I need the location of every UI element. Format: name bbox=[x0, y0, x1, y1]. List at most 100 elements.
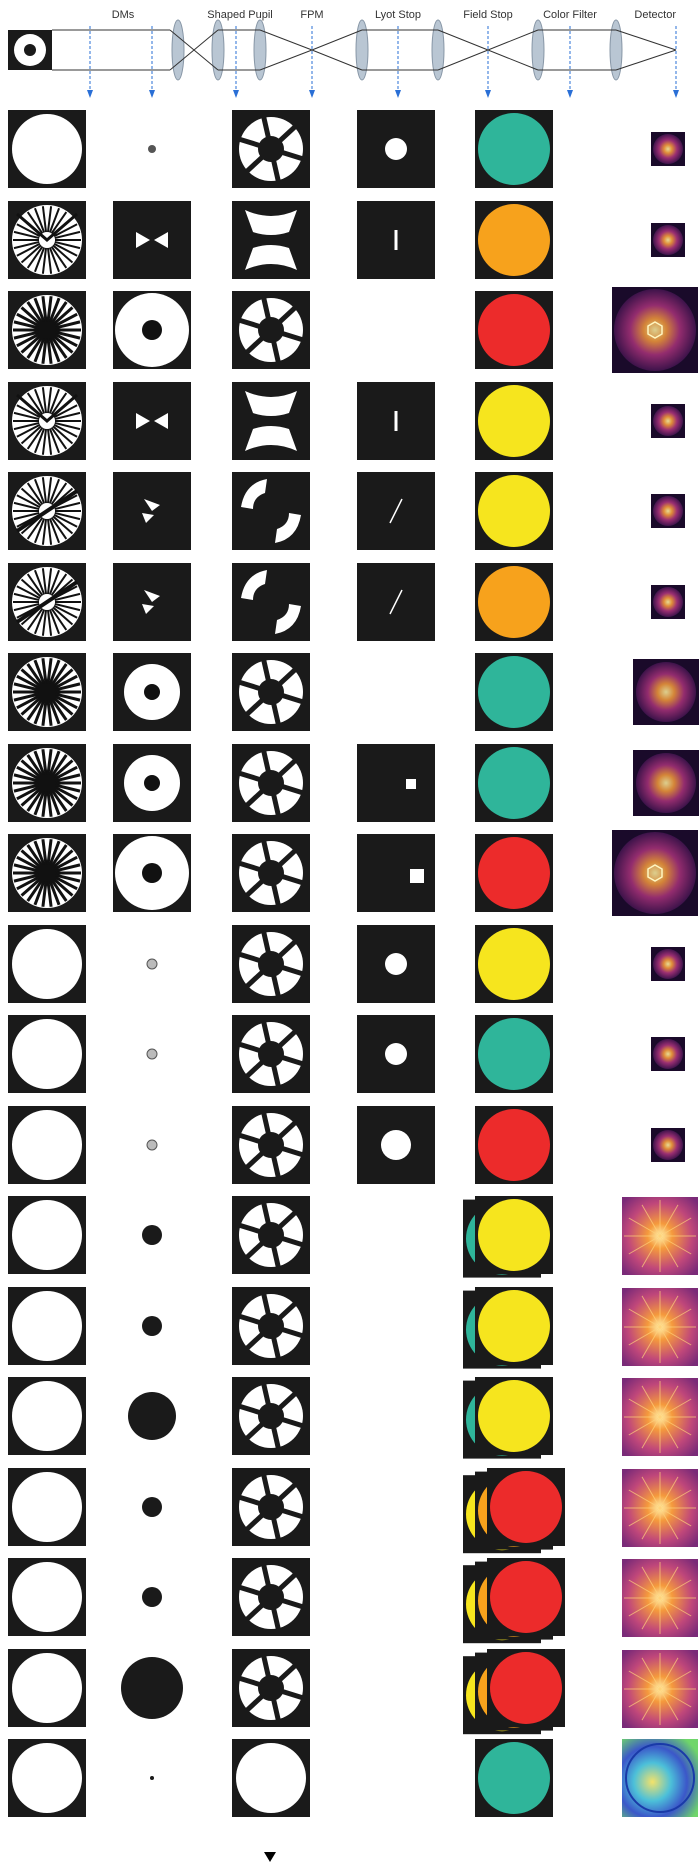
dm-tile-bg bbox=[113, 201, 191, 279]
detector-psf bbox=[653, 1039, 683, 1069]
probe-arrow-icon-4 bbox=[395, 90, 401, 98]
detector-psf bbox=[614, 289, 696, 371]
lens-1 bbox=[172, 20, 184, 80]
field-stop-teal bbox=[478, 113, 550, 185]
field-stop-red bbox=[478, 837, 550, 909]
row-8 bbox=[8, 744, 699, 822]
column-headers: DMsShaped PupilFPMLyot StopField StopCol… bbox=[112, 9, 677, 21]
dm-dot bbox=[142, 1497, 162, 1517]
header-label-dms: DMs bbox=[112, 9, 135, 21]
field-stop-red bbox=[490, 1652, 562, 1724]
field-stop-red bbox=[490, 1471, 562, 1543]
lyot-aperture bbox=[385, 1043, 407, 1065]
header-label-fpm: FPM bbox=[300, 9, 323, 21]
pupil-disc bbox=[12, 1200, 82, 1270]
bottom-marker-icon bbox=[264, 1852, 276, 1862]
dm-dot bbox=[121, 1657, 183, 1719]
dm-dot bbox=[147, 1140, 157, 1150]
detector-psf bbox=[653, 1130, 683, 1160]
lyot-aperture bbox=[385, 138, 407, 160]
header-label-field-stop: Field Stop bbox=[463, 9, 513, 21]
pupil-disc bbox=[12, 1743, 82, 1813]
light-ray-12 bbox=[488, 30, 538, 50]
field-stop-yellow bbox=[478, 1290, 550, 1362]
dm-dot bbox=[150, 1776, 154, 1780]
lens-5 bbox=[432, 20, 444, 80]
speckle-core bbox=[38, 683, 56, 701]
dm-dot bbox=[147, 959, 157, 969]
row-9 bbox=[8, 830, 698, 916]
pupil-disc bbox=[12, 1019, 82, 1089]
row-7 bbox=[8, 653, 699, 731]
dm-ring-inner bbox=[144, 775, 160, 791]
dm-dot bbox=[148, 145, 156, 153]
detector-psf bbox=[636, 753, 696, 813]
field-stop-teal bbox=[478, 1018, 550, 1090]
speckle-core bbox=[38, 864, 56, 882]
row-15 bbox=[8, 1377, 698, 1459]
pupil-disc bbox=[12, 1381, 82, 1451]
probe-arrow-icon-5 bbox=[485, 90, 491, 98]
shaped-pupil-tile-bg bbox=[232, 382, 310, 460]
row-3 bbox=[8, 287, 698, 373]
pupil-disc bbox=[12, 1472, 82, 1542]
lyot-square bbox=[406, 779, 416, 789]
field-stop-yellow bbox=[478, 1199, 550, 1271]
row-16 bbox=[8, 1468, 698, 1553]
light-ray-4 bbox=[260, 30, 312, 50]
light-ray-6 bbox=[312, 30, 362, 50]
dm-ring-inner bbox=[142, 320, 162, 340]
dm-dot bbox=[128, 1392, 176, 1440]
detector-psf bbox=[653, 949, 683, 979]
row-12 bbox=[8, 1106, 685, 1184]
row-5 bbox=[8, 472, 685, 550]
detector-psf bbox=[614, 832, 696, 914]
dm-dot bbox=[142, 1587, 162, 1607]
field-stop-teal bbox=[478, 747, 550, 819]
shaped-pupil-disc bbox=[236, 1743, 306, 1813]
detector-psf bbox=[653, 587, 683, 617]
header-label-color-filter: Color Filter bbox=[543, 9, 597, 21]
lens-2 bbox=[212, 20, 224, 80]
field-stop-red bbox=[478, 294, 550, 366]
dm-dot bbox=[147, 1049, 157, 1059]
probe-arrow-icon-2 bbox=[233, 90, 239, 98]
field-stop-orange bbox=[478, 204, 550, 276]
probe-arrow-icon-6 bbox=[567, 90, 573, 98]
pupil-disc bbox=[12, 929, 82, 999]
dm-ring-inner bbox=[144, 684, 160, 700]
field-stop-yellow bbox=[478, 928, 550, 1000]
shaped-pupil-tile-bg bbox=[232, 563, 310, 641]
lyot-slit bbox=[395, 411, 398, 431]
probe-arrow-icon-0 bbox=[87, 90, 93, 98]
field-stop-red bbox=[478, 1109, 550, 1181]
light-ray-16 bbox=[616, 30, 676, 50]
shaped-pupil-tile-bg bbox=[232, 472, 310, 550]
pupil-disc bbox=[12, 1653, 82, 1723]
field-stop-orange bbox=[478, 566, 550, 638]
probe-arrow-icon-7 bbox=[673, 90, 679, 98]
dm-tile-bg bbox=[113, 382, 191, 460]
pupil-disc bbox=[12, 114, 82, 184]
header-label-lyot-stop: Lyot Stop bbox=[375, 9, 421, 21]
light-ray-13 bbox=[488, 50, 538, 70]
detector-psf bbox=[653, 134, 683, 164]
row-6 bbox=[8, 563, 685, 641]
lyot-aperture bbox=[381, 1130, 411, 1160]
probe-arrow-icon-1 bbox=[149, 90, 155, 98]
speckle-core bbox=[38, 321, 56, 339]
light-ray-11 bbox=[438, 50, 488, 70]
lyot-tile-bg bbox=[357, 744, 435, 822]
field-stop-red bbox=[490, 1561, 562, 1633]
rows bbox=[8, 110, 699, 1817]
row-13 bbox=[8, 1196, 698, 1278]
detector-psf bbox=[653, 496, 683, 526]
detector-psf bbox=[636, 662, 696, 722]
pupil-disc bbox=[12, 1291, 82, 1361]
light-ray-17 bbox=[616, 50, 676, 70]
probe-arrow-icon-3 bbox=[309, 90, 315, 98]
header-label-detector: Detector bbox=[634, 9, 676, 21]
row-11 bbox=[8, 1015, 685, 1093]
dm-dot bbox=[142, 1316, 162, 1336]
dm-ring-inner bbox=[142, 863, 162, 883]
